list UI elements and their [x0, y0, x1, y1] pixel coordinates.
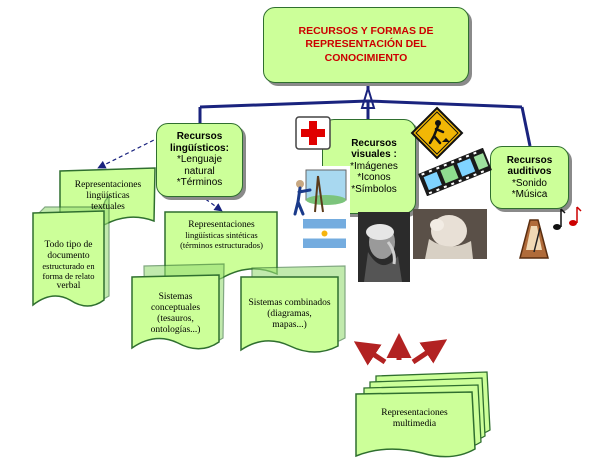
connector-hbar-left: [199, 99, 369, 109]
doc-line: Representaciones: [381, 408, 448, 418]
doc-line: textuales: [91, 201, 125, 212]
doc-line: Todo tipo de: [44, 240, 93, 250]
node-recursos-auditivos: Recursos auditivos *Sonido *Música: [490, 146, 569, 209]
doc-line: (tesauros,: [157, 313, 194, 324]
painter-picture-icon: [286, 166, 350, 218]
text-textuales: Representaciones lingüísticas textuales: [62, 180, 154, 213]
node-title: visuales :: [351, 149, 397, 161]
red-cross-icon: [295, 116, 331, 150]
node-title: Recursos: [506, 154, 553, 166]
connector-to-auditivos: [520, 106, 532, 147]
doc-line: lingüísticas: [86, 190, 130, 201]
root-title-line: REPRESENTACIÓN DEL: [305, 38, 427, 51]
text-conceptuales: Sistemas conceptuales (tesauros, ontolog…: [132, 292, 219, 336]
doc-line: multimedia: [392, 418, 437, 429]
text-multimedia: Representaciones multimedia: [356, 408, 473, 430]
doc-line: lingüísticas sintéticas: [185, 229, 258, 240]
root-title-line: RECURSOS Y FORMAS DE: [298, 24, 434, 37]
node-item: *Términos: [176, 177, 223, 189]
shape-conceptuales: [131, 263, 225, 350]
doc-line: (términos estructurados): [180, 239, 263, 250]
node-item: *Lenguaje: [176, 154, 223, 166]
text-combinados: Sistemas combinados (diagramas, mapas...…: [241, 298, 338, 331]
doc-line: documento: [47, 250, 90, 261]
shape-documento: [32, 194, 110, 307]
root-node: RECURSOS Y FORMAS DE REPRESENTACIÓN DEL …: [263, 7, 469, 83]
node-title: Recursos: [176, 131, 223, 143]
connector-hbar-right: [367, 99, 523, 109]
node-recursos-linguisticos: Recursos lingüísticos: *Lenguaje natural…: [156, 123, 243, 197]
root-title-line: CONOCIMIENTO: [324, 51, 408, 64]
doc-line: mapas...): [272, 319, 307, 330]
sculpture-photo-icon: [413, 209, 487, 259]
metronome-icon: [519, 219, 549, 259]
text-sinteticas: Representaciones lingüísticas sintéticas…: [166, 220, 277, 250]
node-title: Recursos: [351, 137, 397, 149]
doc-line: forma de relato: [42, 270, 95, 281]
doc-line: (diagramas,: [267, 308, 312, 319]
doc-line: conceptuales: [150, 302, 201, 313]
node-item: *Iconos: [357, 172, 391, 184]
film-strip-icon: [418, 148, 492, 196]
shape-combinados: [240, 265, 346, 353]
shape-multimedia: [355, 371, 491, 458]
doc-line: estructurado en: [42, 260, 95, 271]
node-title: lingüísticos:: [170, 142, 229, 154]
argentina-flag-icon: [303, 219, 346, 248]
red-arrow-left: [353, 341, 387, 366]
music-notes-icon: [553, 206, 582, 230]
doc-line: verbal: [56, 281, 81, 292]
node-title: auditivos: [507, 166, 552, 177]
connector-to-textuales: [97, 136, 161, 169]
connectors: [97, 84, 532, 212]
worker-sign-icon: [410, 106, 464, 160]
node-item: natural: [184, 165, 215, 177]
red-arrow-right: [411, 339, 448, 365]
connector-to-sinteticas: [199, 194, 223, 212]
doc-line: Representaciones: [188, 220, 255, 230]
node-item: *Símbolos: [351, 183, 397, 195]
doc-line: Sistemas: [158, 292, 193, 302]
multimedia-arrows: [353, 333, 448, 366]
node-item: *Imágenes: [350, 160, 398, 172]
node-item: *Sonido: [511, 177, 547, 189]
doc-line: Representaciones: [74, 180, 142, 190]
node-item: *Música: [511, 189, 548, 200]
doc-line: ontologías...): [150, 324, 201, 335]
portrait-photo-icon: [358, 212, 410, 282]
text-documento: Todo tipo de documento estructurado en f…: [33, 240, 104, 292]
doc-line: Sistemas combinados: [248, 298, 331, 308]
